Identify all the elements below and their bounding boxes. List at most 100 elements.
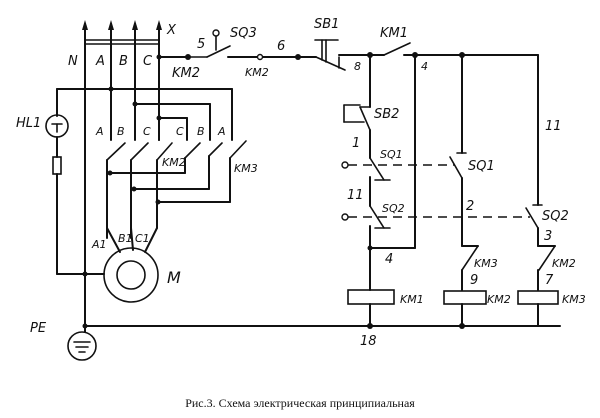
km2-phase-label-b: B — [117, 125, 125, 138]
sq3-actuator-icon — [212, 29, 220, 37]
km3-phase-label-b: B — [197, 125, 205, 138]
motor-lead-a-bend — [106, 227, 121, 253]
wire-number-6: 6 — [277, 39, 285, 54]
branch-km2: SQ1 2 KM3 9 KM2 — [443, 54, 511, 329]
limit-switch-linkage — [348, 164, 530, 218]
km2-power-label: KM2 — [162, 156, 186, 169]
km2-interlock-label: KM2 — [552, 257, 576, 270]
lamp-label: HL1 — [16, 116, 41, 131]
wire-number-11-right: 11 — [545, 119, 562, 134]
km1-hold-contact — [383, 42, 411, 56]
km2-interlock-contact — [538, 245, 556, 271]
coil-km3-label: KM3 — [562, 293, 586, 306]
sq2-actuator-icon — [341, 213, 349, 221]
sq1-left-contact — [369, 157, 385, 181]
motor-terminal-a1: A1 — [91, 238, 107, 251]
arrow-c-icon — [156, 20, 162, 30]
coil-km3-icon — [517, 290, 559, 305]
km2-top-label-a: KM2 — [172, 66, 200, 81]
indicator-lamp-hl1: HL1 — [16, 86, 233, 277]
sq1-actuator-icon — [341, 161, 349, 169]
coil-km2-label: KM2 — [487, 293, 511, 306]
bus-label-b: B — [119, 54, 128, 69]
junction — [131, 186, 137, 192]
resistor-icon — [52, 156, 62, 175]
branch-km1: SB2 1 SQ1 11 SQ2 4 KM1 18 — [341, 54, 424, 349]
sq2-left-label: SQ2 — [382, 202, 405, 215]
km2-phase-label-a: A — [95, 125, 104, 138]
wire-number-11-left: 11 — [347, 188, 364, 203]
control-top-line: 5 SQ3 KM2 6 KM2 SB1 8 KM1 4 — [158, 17, 539, 81]
km3-contact-b — [208, 142, 223, 157]
sb2-label: SB2 — [374, 107, 399, 122]
motor-m: A1 B1 C1 M — [91, 227, 181, 303]
wire-number-18: 18 — [360, 334, 377, 349]
arrow-b-icon — [132, 20, 138, 30]
pe-label: PE — [30, 321, 47, 336]
junction — [459, 323, 465, 329]
km2-contact-a — [106, 142, 126, 161]
junction — [82, 271, 88, 277]
wire-number-4-bottom: 4 — [385, 252, 393, 267]
sq2-left-contact — [369, 205, 385, 229]
sb1-label: SB1 — [314, 17, 339, 32]
junction — [107, 170, 113, 176]
motor-lead-c-bend — [144, 227, 158, 253]
coil-km1-icon — [347, 289, 395, 305]
motor-label: M — [167, 268, 181, 287]
bus-label-c: C — [143, 54, 153, 69]
branch-km3: 11 SQ2 3 KM2 7 KM3 — [517, 54, 586, 327]
sb1-contact — [315, 56, 346, 71]
km3-interlock-label: KM3 — [474, 257, 498, 270]
km2-phase-label-c: C — [143, 125, 151, 138]
motor-lead-b-bend — [130, 227, 134, 251]
km2-nc-contact — [256, 53, 264, 61]
wire-number-1: 1 — [352, 136, 360, 151]
motor-terminal-c1: C1 — [135, 232, 150, 245]
wire-number-5: 5 — [197, 37, 205, 52]
km3-phase-label-c: C — [176, 125, 184, 138]
sq1-left-label: SQ1 — [380, 148, 403, 161]
arrow-a-icon — [108, 20, 114, 30]
supply-bus: X N A B C — [68, 20, 177, 329]
wire-number-9: 9 — [470, 273, 478, 288]
sq1-right-label: SQ1 — [468, 159, 495, 174]
km3-phase-label-a: A — [217, 125, 226, 138]
bus-label-a: A — [95, 54, 105, 69]
km3-contact-c — [184, 142, 201, 159]
sb2-contact — [359, 106, 371, 131]
km2-top-label-b: KM2 — [245, 66, 269, 79]
sq1-right-contact — [449, 156, 463, 179]
km3-interlock-contact — [461, 245, 479, 271]
ground-icon — [67, 331, 97, 361]
wire-number-4-top: 4 — [421, 60, 428, 73]
km3-contact-a — [229, 140, 247, 159]
km2-contact-b — [130, 142, 149, 161]
junction — [367, 323, 373, 329]
bus-label-n: N — [68, 54, 78, 69]
ground-pe: PE — [30, 321, 561, 361]
km2-contact-c — [156, 142, 173, 161]
arrow-n-icon — [82, 20, 88, 30]
motor-outer-icon — [103, 247, 159, 303]
motor-inner-icon — [116, 260, 146, 290]
wire-number-3: 3 — [544, 229, 552, 244]
junction — [367, 245, 373, 251]
sq3-contact — [206, 45, 231, 58]
wire-number-2: 2 — [466, 199, 474, 214]
km3-power-label: KM3 — [234, 162, 258, 175]
wire-number-8: 8 — [354, 60, 361, 73]
junction — [155, 199, 161, 205]
coil-km2-icon — [443, 290, 487, 305]
figure-caption: Рис.3. Схема электрическая принципиальна… — [185, 396, 415, 410]
sq2-right-contact — [525, 207, 539, 229]
connector-label: X — [166, 23, 177, 38]
sq3-label: SQ3 — [230, 26, 257, 41]
wire-number-7: 7 — [545, 273, 554, 288]
motor-terminal-b1: B1 — [118, 232, 133, 245]
junction — [156, 115, 162, 121]
sq2-right-label: SQ2 — [542, 209, 569, 224]
km1-hold-label: KM1 — [380, 26, 408, 41]
power-contacts: A B C C B A KM2 KM3 — [95, 88, 258, 239]
